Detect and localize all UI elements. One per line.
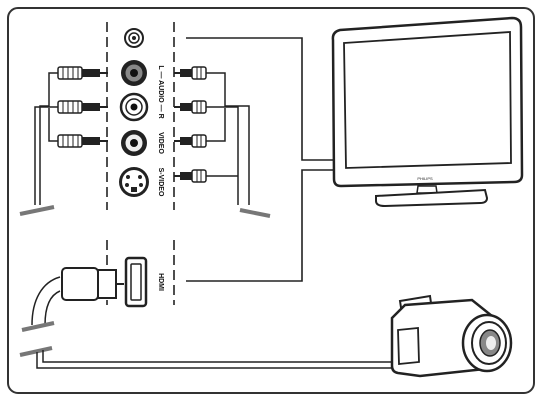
hdmi-label: HDMI <box>157 273 164 291</box>
top-jack <box>124 28 144 48</box>
camcorder-icon <box>390 294 513 378</box>
left-rca-plug-2 <box>57 100 108 114</box>
audio-r-jack <box>121 60 147 86</box>
right-rca-cables <box>206 72 250 205</box>
hdmi-cable <box>31 276 61 326</box>
tv-connection-lines <box>186 37 333 282</box>
left-rca-plug-3 <box>57 134 108 148</box>
hdmi-cable-end <box>21 321 55 332</box>
svideo-label: S-VIDEO <box>157 168 164 197</box>
left-rca-cables <box>34 72 58 205</box>
right-rca-plug-3 <box>174 134 207 148</box>
hdmi-jack <box>124 256 148 308</box>
right-cable-end <box>239 208 271 218</box>
right-rca-plug-2 <box>174 100 207 114</box>
left-cable-end <box>19 205 55 216</box>
right-svideo-plug <box>174 169 207 183</box>
tv-icon: PHILIPS <box>331 16 524 208</box>
tv-brand-label: PHILIPS <box>417 176 433 181</box>
camcorder-cable-inner <box>42 350 408 363</box>
audio-label: L — AUDIO — R <box>157 65 164 118</box>
audio-l-jack <box>119 92 149 122</box>
svideo-jack <box>119 167 149 197</box>
right-rca-plug-1 <box>174 66 207 80</box>
video-label: VIDEO <box>157 132 164 154</box>
camcorder-cable <box>36 352 408 369</box>
video-jack <box>121 130 147 156</box>
camcorder-cable-end <box>19 346 53 357</box>
left-rca-plug-1 <box>57 66 108 80</box>
hdmi-plug <box>61 267 124 301</box>
